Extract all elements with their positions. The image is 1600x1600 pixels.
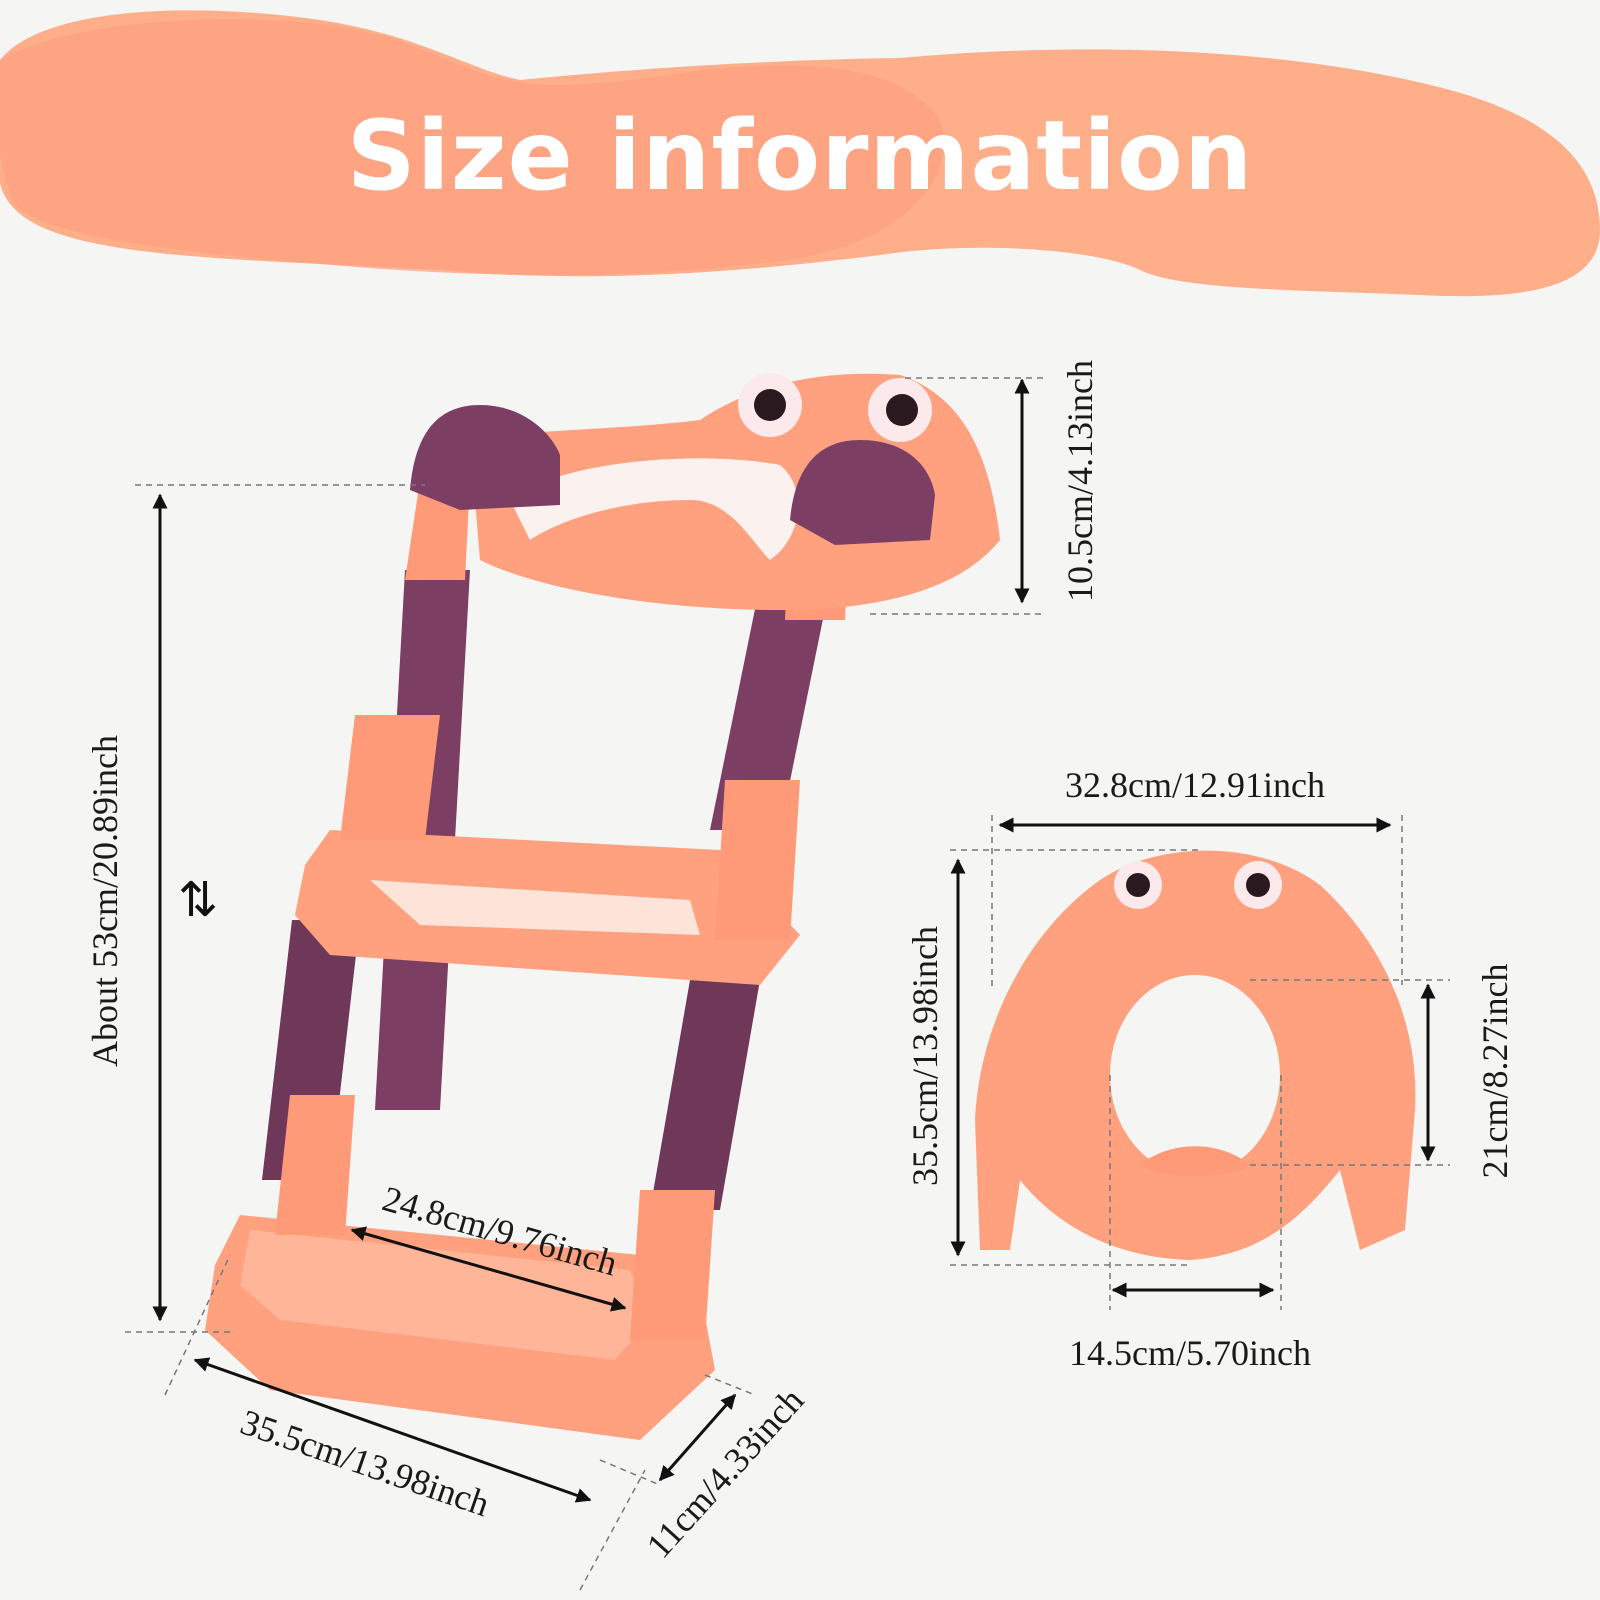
total-height-label: About 53cm/20.89inch [85, 735, 125, 1067]
seat-width-label: 32.8cm/12.91inch [1065, 765, 1325, 805]
seat-insert [975, 850, 1416, 1260]
page-title: Size information [346, 100, 1254, 212]
header-blob [0, 10, 1600, 297]
seat-height-label: 10.5cm/4.13inch [1060, 360, 1100, 602]
guide-lines [125, 377, 1450, 1591]
opening-length-label: 21cm/8.27inch [1475, 963, 1515, 1179]
up-down-arrows-icon: ⇅ [178, 872, 219, 928]
dimension-lines [152, 378, 1436, 1503]
opening-width-label: 14.5cm/5.70inch [1069, 1333, 1311, 1373]
seat-length-label: 35.5cm/13.98inch [905, 926, 945, 1186]
